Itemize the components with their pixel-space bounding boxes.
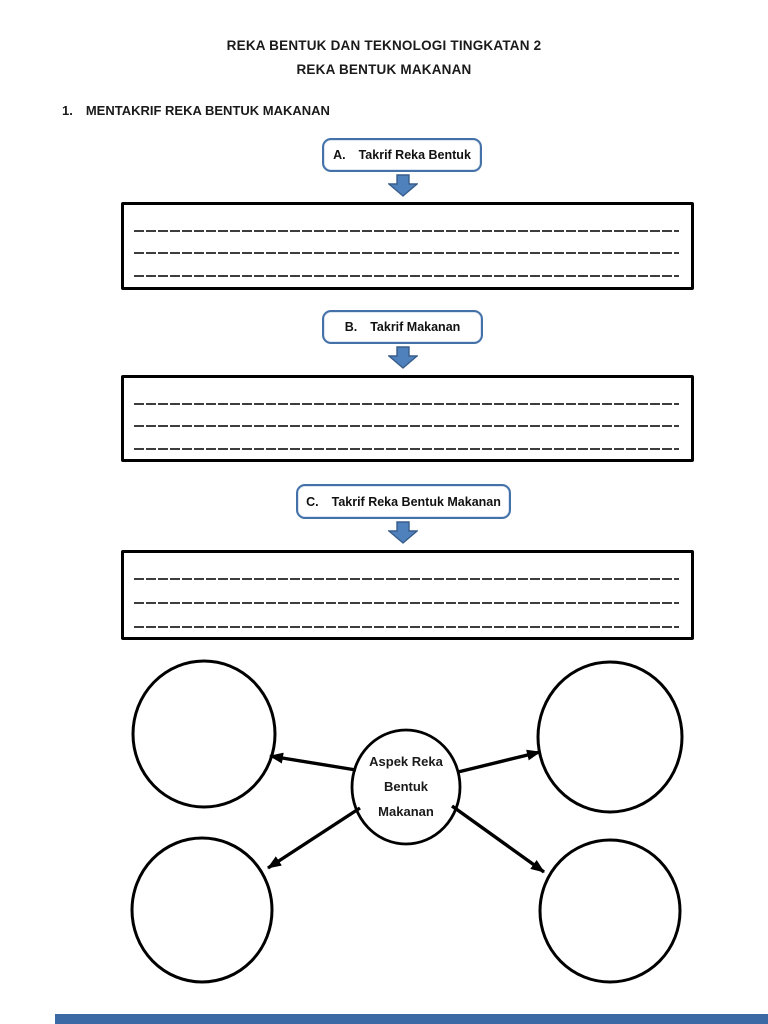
down-arrow-shape — [388, 346, 418, 369]
arrow-to-top-right — [457, 749, 541, 774]
section-number: 1. — [62, 103, 73, 118]
page-subtitle: REKA BENTUK MAKANAN — [296, 62, 472, 77]
answer-line — [134, 275, 679, 277]
label-box-b-letter: B. — [344, 320, 358, 334]
page-title: REKA BENTUK DAN TEKNOLOGI TINGKATAN 2 — [226, 38, 542, 53]
answer-line — [134, 448, 679, 450]
down-arrow-shape — [388, 174, 418, 197]
label-box-b: B. Takrif Makanan — [322, 310, 483, 344]
arrow-to-bottom-right — [451, 804, 545, 874]
answer-line — [134, 626, 679, 628]
down-arrow-icon — [388, 174, 418, 197]
label-box-c-letter: C. — [306, 494, 319, 509]
mindmap-circle-bottom-right — [538, 838, 682, 984]
mindmap-center-label-line2: Bentuk — [383, 779, 429, 794]
mindmap-circle-top-right — [536, 660, 684, 814]
mindmap-center-node — [350, 728, 462, 846]
answer-line — [134, 252, 679, 254]
answer-line — [134, 602, 679, 604]
answer-line — [134, 578, 679, 580]
label-box-c-text: Takrif Reka Bentuk Makanan — [331, 494, 501, 509]
label-box-a-letter: A. — [333, 148, 346, 162]
label-box-b-text: Takrif Makanan — [370, 320, 461, 334]
mindmap-center-label: Aspek Reka Bentuk Makanan — [352, 749, 460, 824]
mindmap-circle-bottom-left — [130, 836, 274, 984]
mindmap-center-label-line1: Aspek Reka — [369, 754, 443, 769]
answer-line — [134, 425, 679, 427]
label-box-c: C. Takrif Reka Bentuk Makanan — [296, 484, 511, 519]
down-arrow-shape — [388, 521, 418, 544]
answer-line — [134, 230, 679, 232]
mindmap-svg — [130, 659, 684, 984]
label-box-a: A. Takrif Reka Bentuk — [322, 138, 482, 172]
answer-line — [134, 403, 679, 405]
section-title: MENTAKRIF REKA BENTUK MAKANAN — [85, 103, 330, 118]
label-box-a-text: Takrif Reka Bentuk — [358, 148, 471, 162]
down-arrow-icon — [388, 346, 418, 369]
mindmap-center-label-line3: Makanan — [378, 804, 434, 819]
answer-box-a — [121, 202, 694, 290]
down-arrow-icon — [388, 521, 418, 544]
section-heading: 1. MENTAKRIF REKA BENTUK MAKANAN — [62, 103, 330, 118]
answer-box-b — [121, 375, 694, 462]
mindmap-circle-top-left — [131, 659, 277, 809]
arrow-to-top-left — [269, 752, 357, 772]
arrow-to-bottom-left — [267, 806, 361, 870]
page-bottom-bar — [55, 1014, 768, 1024]
answer-box-c — [121, 550, 694, 640]
